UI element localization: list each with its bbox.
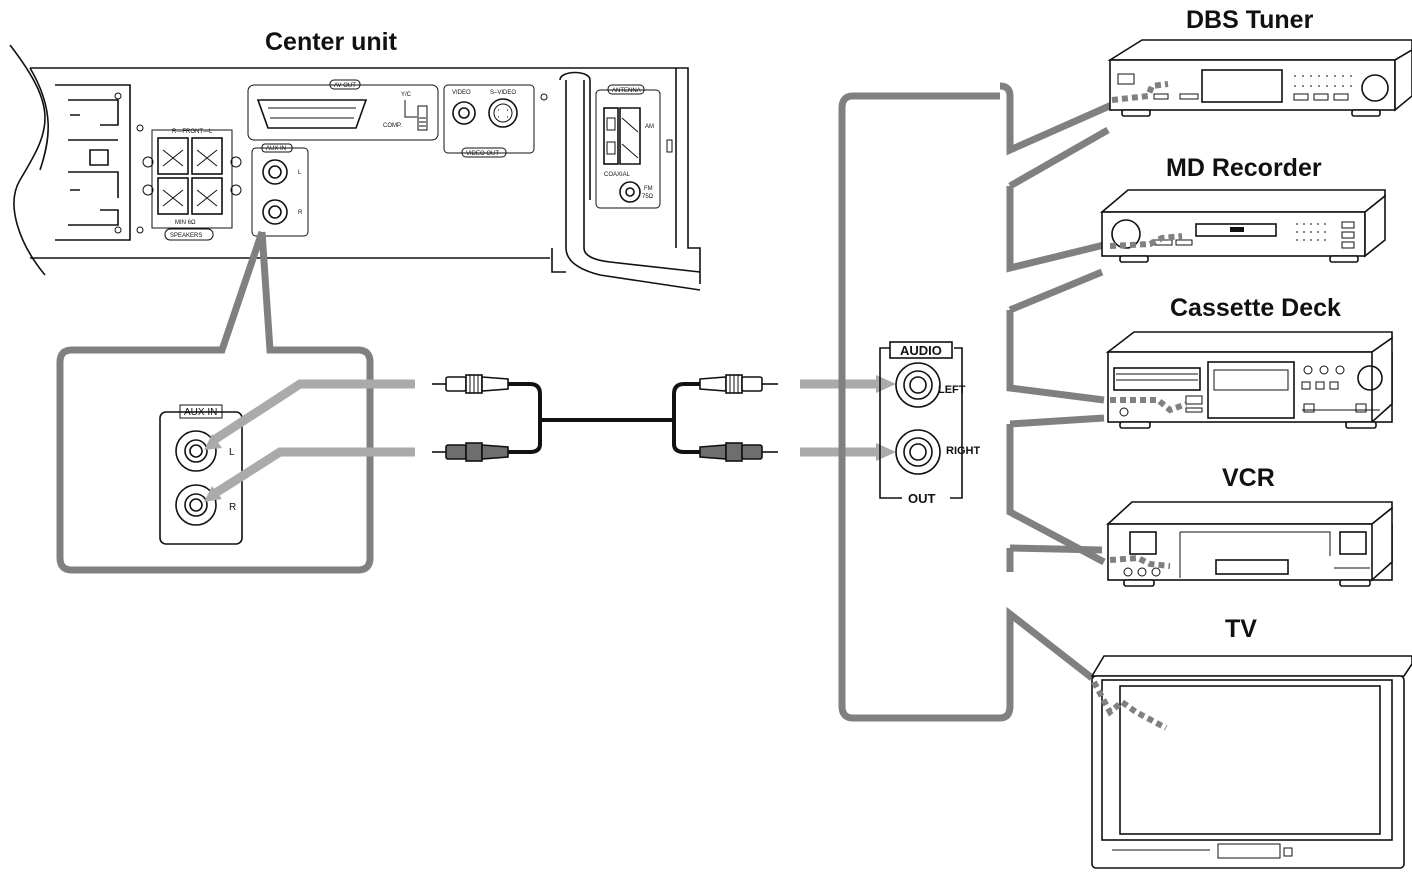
coaxial-label: COAXIAL	[604, 172, 631, 178]
right-white-plug	[699, 374, 778, 394]
video-out-connectors: VIDEO S–VIDEO VIDEO OUT	[443, 84, 548, 158]
antenna-label: ANTENNA	[612, 88, 641, 94]
panel-aux-in-label: AUX IN	[266, 146, 286, 152]
aux-in-callout: AUX IN L R	[56, 230, 374, 574]
dbs-tuner-label: DBS Tuner	[1186, 6, 1314, 34]
left-gray-plug	[432, 442, 509, 462]
audio-out-panel: AUDIO LEFT RIGHT OUT	[879, 341, 981, 506]
out-label: OUT	[908, 491, 936, 506]
video-label: VIDEO	[452, 90, 471, 96]
dbs-tuner: DBS Tuner	[1107, 6, 1412, 117]
left-arrows	[204, 379, 415, 502]
callout-aux-in-label: AUX IN	[184, 407, 217, 418]
yc-label: Y/C	[401, 92, 412, 98]
vcr: VCR	[1105, 464, 1393, 587]
s-video-label: S–VIDEO	[490, 90, 516, 96]
ohm-label: 75Ω	[642, 194, 654, 200]
right-gray-plug	[699, 442, 778, 462]
front-label: R—FRONT—L	[172, 129, 213, 135]
video-out-label: VIDEO OUT	[466, 151, 499, 157]
left-label: LEFT	[938, 384, 966, 396]
device-bracket	[838, 82, 1116, 722]
center-unit: Center unit R—FRONT—L	[9, 28, 701, 291]
md-recorder: MD Recorder	[1099, 154, 1386, 263]
fm-label: FM	[644, 186, 653, 192]
speaker-terminals: R—FRONT—L MIN 6Ω SPEAKERS	[136, 124, 242, 241]
right-arrows	[800, 375, 896, 461]
cassette-deck: Cassette Deck	[1105, 294, 1393, 429]
am-label: AM	[645, 124, 654, 130]
fan-grille	[55, 84, 131, 241]
callout-l-label: L	[229, 447, 235, 458]
right-label: RIGHT	[946, 445, 981, 457]
tv: TV	[1090, 615, 1412, 869]
rca-cable	[432, 374, 778, 462]
av-out-connector: AV OUT Y/C COMP.	[247, 79, 439, 141]
min-label: MIN 6Ω	[175, 220, 196, 226]
callout-r-label: R	[229, 502, 236, 513]
panel-r-label: R	[298, 210, 303, 216]
tv-label: TV	[1225, 615, 1257, 643]
panel-aux-in: AUX IN L R	[251, 143, 309, 237]
center-unit-label: Center unit	[265, 28, 398, 56]
cassette-deck-label: Cassette Deck	[1170, 294, 1341, 322]
antenna-panel: ANTENNA AM COAXIAL FM 75Ω	[595, 84, 673, 209]
panel-l-label: L	[298, 170, 302, 176]
left-white-plug	[432, 374, 509, 394]
audio-label: AUDIO	[900, 343, 942, 358]
speakers-label: SPEAKERS	[170, 233, 202, 239]
md-recorder-label: MD Recorder	[1166, 154, 1322, 182]
av-out-label: AV OUT	[334, 83, 356, 89]
vcr-label: VCR	[1222, 464, 1275, 492]
comp-label: COMP.	[383, 123, 402, 129]
